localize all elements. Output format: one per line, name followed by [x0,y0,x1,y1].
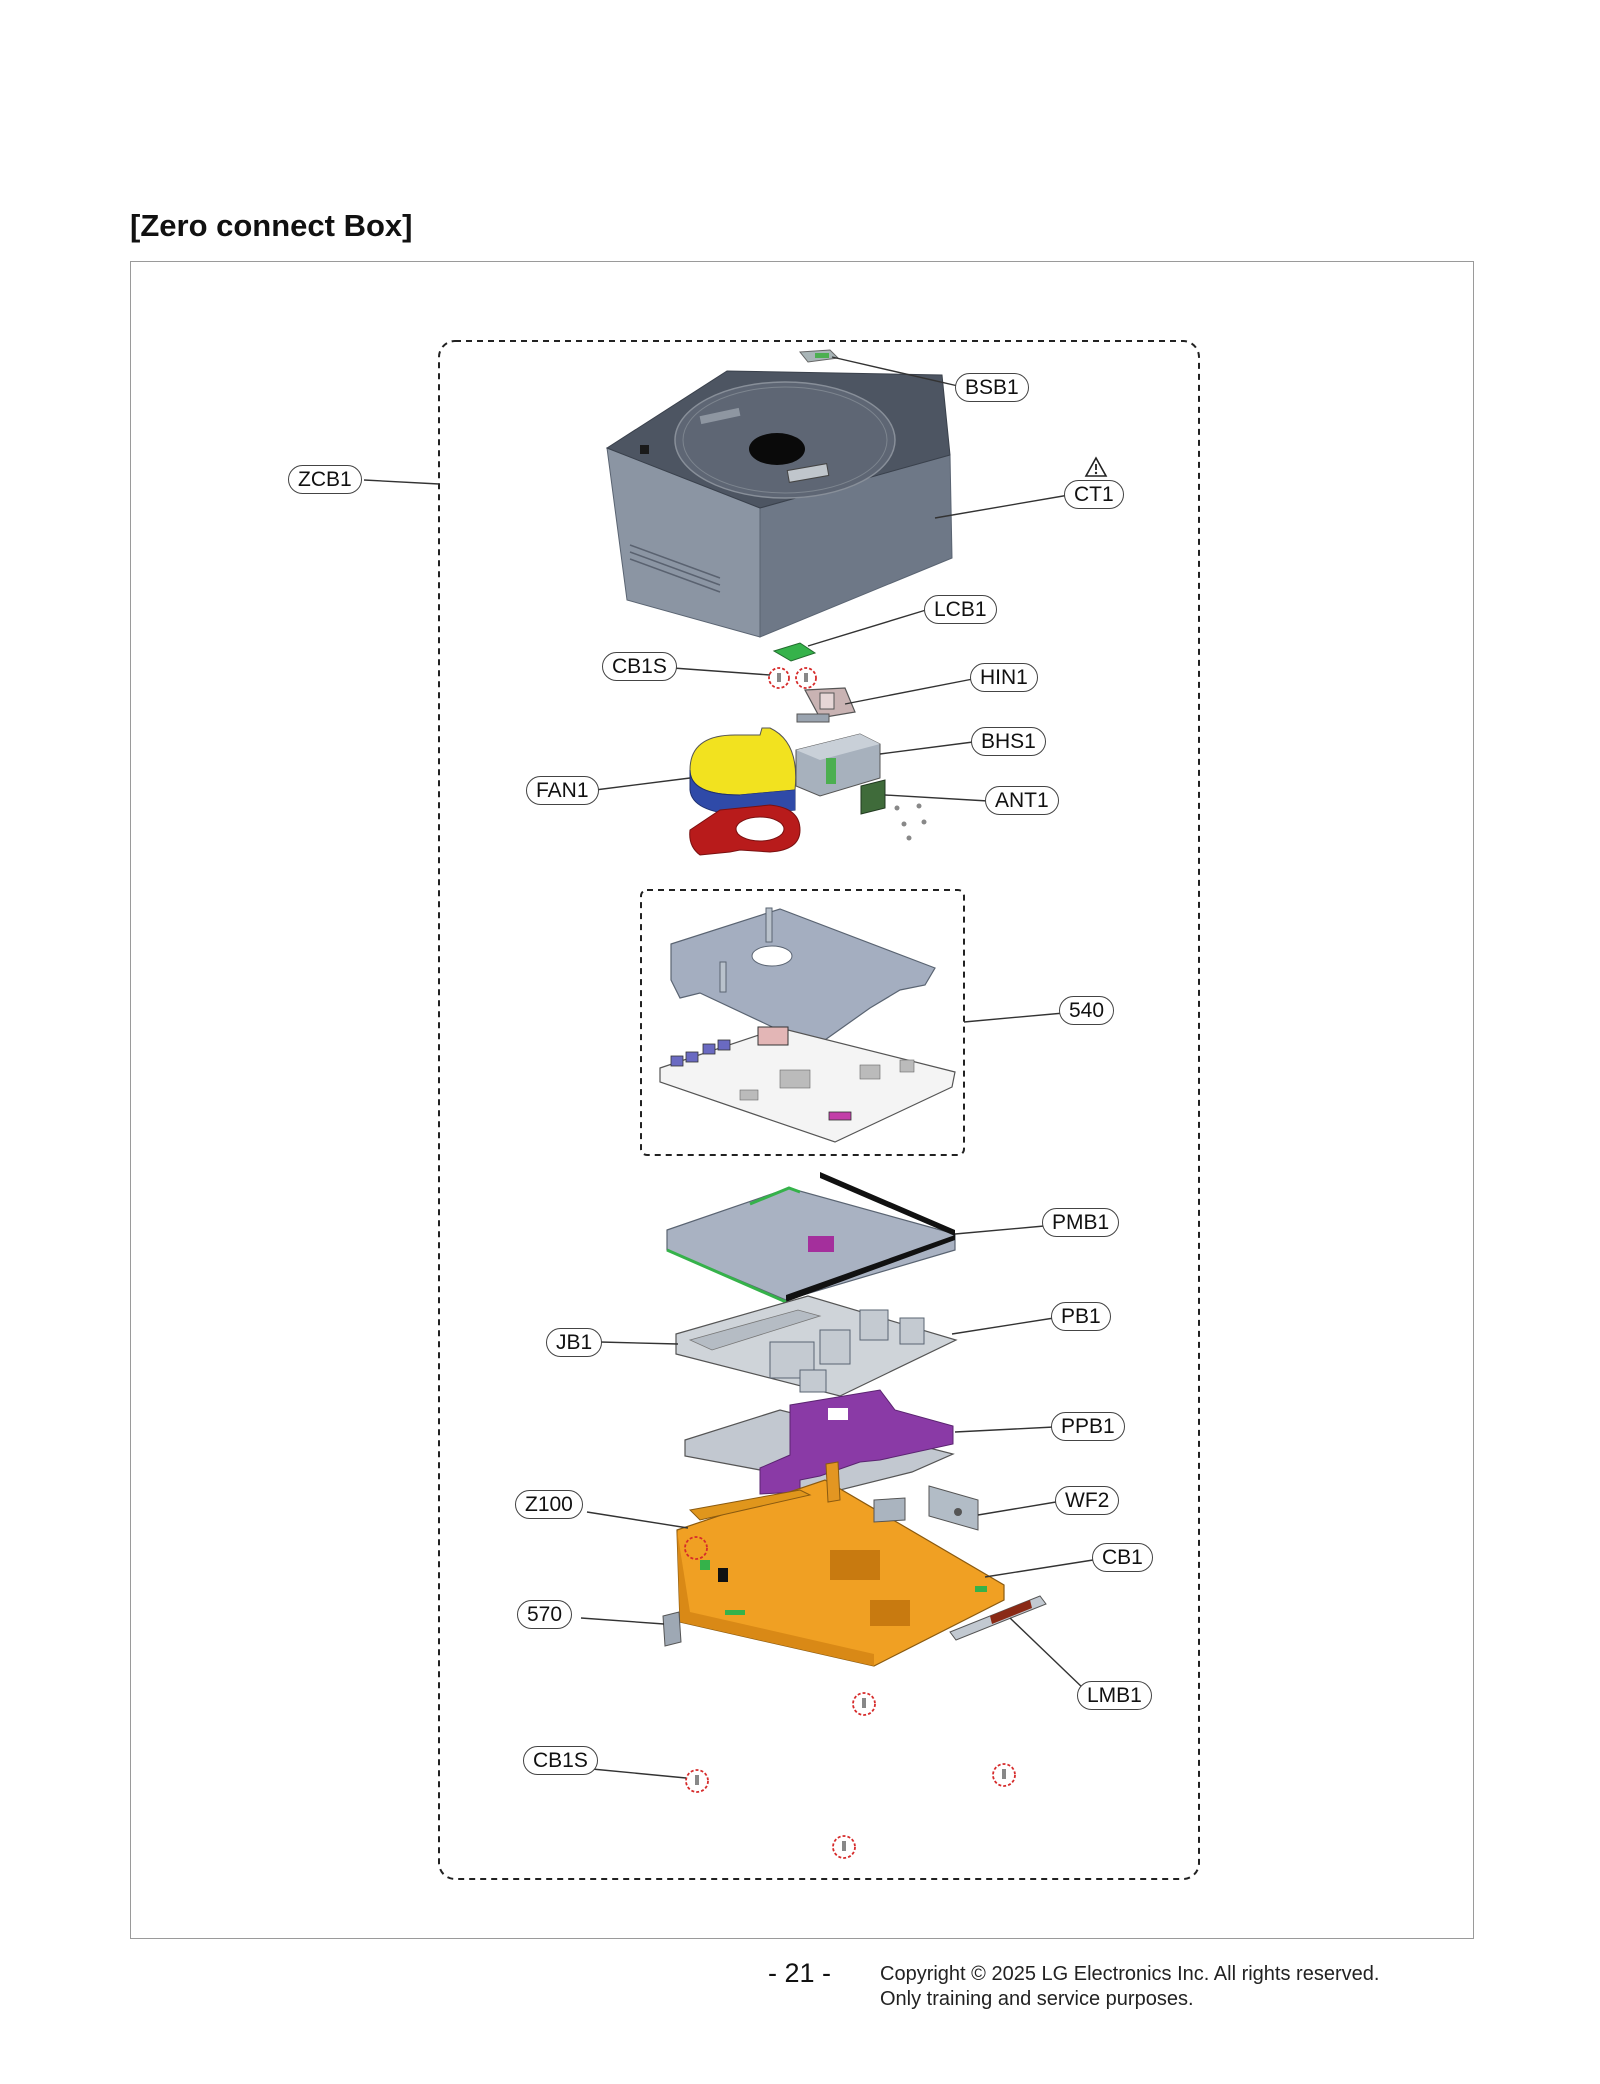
label-zcb1[interactable]: ZCB1 [288,465,362,494]
board-group-boundary [640,889,965,1156]
page-number: - 21 - [768,1958,832,1988]
hin1-part [796,687,856,723]
ppb1-part [684,1389,955,1501]
label-fan1[interactable]: FAN1 [526,776,599,805]
bracket-part [670,907,936,1048]
label-pmb1[interactable]: PMB1 [1042,1208,1120,1237]
diagram-frame [130,261,1474,1939]
label-z100[interactable]: Z100 [515,1490,583,1519]
label-570[interactable]: 570 [517,1600,573,1629]
label-pb1[interactable]: PB1 [1051,1302,1111,1331]
ant1-part [860,779,927,841]
ct1-housing [605,370,953,638]
label-ppb1[interactable]: PPB1 [1051,1412,1125,1441]
label-ant1[interactable]: ANT1 [985,786,1059,815]
label-bhs1[interactable]: BHS1 [971,727,1046,756]
pb1-part [675,1295,958,1397]
label-540[interactable]: 540 [1059,996,1115,1025]
label-bsb1[interactable]: BSB1 [955,373,1029,402]
cb1-part [676,1461,1005,1667]
screw-markers-bottom [685,1692,1016,1859]
footer-copyright: Copyright © 2025 LG Electronics Inc. All… [880,1962,1379,2012]
pmb1-part [666,1172,956,1304]
part-570 [662,1611,682,1647]
lmb1-part [949,1595,1047,1641]
usage-notice: Only training and service purposes. [880,1988,1194,2010]
screw-markers-top [768,667,817,689]
leader-lines [363,356,1094,1779]
label-cb1s-top[interactable]: CB1S [602,652,677,681]
main-board-part [659,1026,956,1143]
label-wf2[interactable]: WF2 [1055,1486,1120,1515]
bsb1-part [799,349,840,363]
wf2-part [928,1485,979,1531]
page-title: [Zero connect Box] [130,208,413,243]
bhs1-part [795,733,881,797]
label-cb1[interactable]: CB1 [1092,1543,1153,1572]
warning-icon [1084,456,1108,477]
label-lcb1[interactable]: LCB1 [924,595,997,624]
assembly-boundary [438,340,1200,1880]
copyright-text: Copyright © 2025 LG Electronics Inc. All… [880,1963,1380,1985]
label-ct1[interactable]: CT1 [1064,480,1124,509]
label-cb1s-bottom[interactable]: CB1S [523,1746,598,1775]
fan1-part [689,727,801,856]
lcb1-board [772,642,817,662]
label-lmb1[interactable]: LMB1 [1077,1681,1152,1710]
label-jb1[interactable]: JB1 [546,1328,603,1357]
label-hin1[interactable]: HIN1 [970,663,1038,692]
